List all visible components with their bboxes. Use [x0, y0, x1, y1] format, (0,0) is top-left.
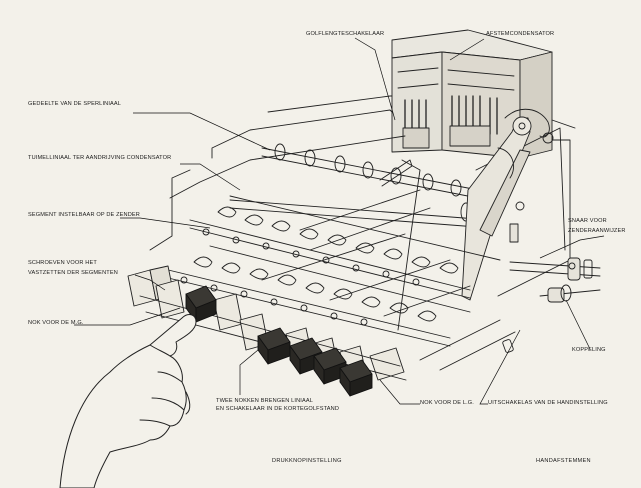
- label-twee-nokken-line1: TWEE NOKKEN BRENGEN LINIAAL: [216, 398, 313, 404]
- label-koppeling: KOPPELING: [572, 347, 606, 353]
- label-snaar-line1: SNAAR VOOR: [568, 218, 607, 224]
- label-twee-nokken-line2: EN SCHAKELAAR IN DE KORTEGOLFSTAND: [216, 406, 340, 412]
- afstemcondensator-block: [391, 29, 553, 159]
- caption-handafstemmen: HANDAFSTEMMEN: [536, 458, 591, 464]
- pointing-hand: [59, 314, 197, 488]
- label-golflengteschakelaar: GOLFLENGTESCHAKELAAR: [306, 31, 385, 37]
- segment-rows: [159, 159, 501, 347]
- hand-tuning-lever: [461, 108, 554, 301]
- label-segment-instelbaar: SEGMENT INSTELBAAR OP DE ZENDER: [28, 212, 140, 218]
- push-button-1: [257, 327, 291, 365]
- push-button-4: [339, 359, 373, 397]
- leader-lines: [74, 37, 605, 405]
- label-afstemcondensator: AFSTEMCONDENSATOR: [486, 31, 555, 37]
- label-nok-lg: NOK VOOR DE L.G.: [420, 400, 474, 406]
- caption-drukknopinstelling: DRUKKNOPINSTELLING: [272, 458, 342, 464]
- main-frame: [149, 95, 576, 371]
- push-button-mg: [185, 285, 217, 323]
- label-schroeven-line2: VASTZETTEN DER SEGMENTEN: [28, 270, 118, 276]
- label-snaar-line2: ZENDERAANWIJZER: [568, 228, 626, 234]
- push-button-2: [289, 337, 323, 375]
- push-buttons: [185, 285, 373, 397]
- segment-cams: [180, 206, 459, 326]
- label-schroeven-line1: SCHROEVEN VOOR HET: [28, 260, 97, 266]
- coupling-assembly: [502, 223, 601, 353]
- upper-shafts: [229, 143, 491, 229]
- label-uitschakelas: UITSCHAKELAS VAN DE HANDINSTELLING: [488, 400, 608, 406]
- label-gedeelte-sperliniaal: GEDEELTE VAN DE SPERLINIAAL: [28, 101, 122, 107]
- label-tuimelliniaal: TUIMELLINIAAL TER AANDRIJVING CONDENSATO…: [28, 155, 172, 161]
- label-nok-mg: NOK VOOR DE M.G.: [28, 320, 84, 326]
